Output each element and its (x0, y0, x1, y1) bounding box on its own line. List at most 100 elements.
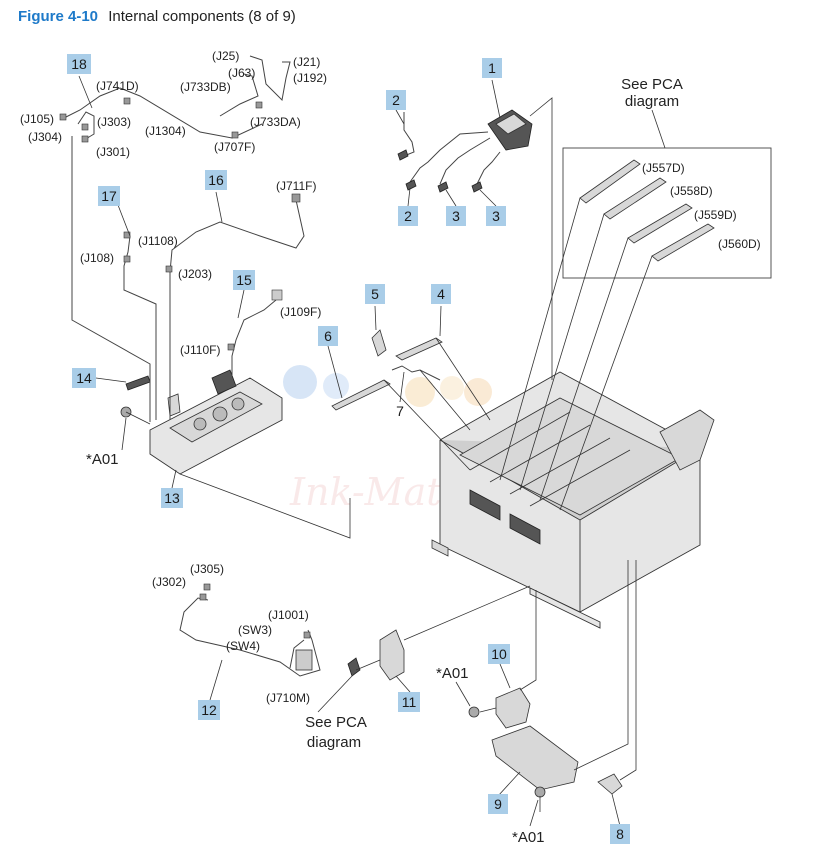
callout-14: 14 (72, 368, 96, 388)
svg-text:1: 1 (488, 60, 496, 76)
part-8 (597, 773, 623, 795)
label-j1108: (J1108) (138, 234, 178, 248)
figure-caption: Internal components (8 of 9) (108, 8, 296, 25)
svg-text:6: 6 (324, 328, 332, 344)
connector-labels: (J25) (J21) (J63) (J192) (J733DB) (J741D… (20, 49, 761, 705)
screw-label-mid: *A01 (436, 665, 469, 682)
callout-1: 1 (482, 58, 502, 78)
label-j203: (J203) (178, 267, 212, 281)
screw-label-left: *A01 (86, 451, 119, 468)
svg-text:4: 4 (437, 286, 445, 302)
svg-text:2: 2 (404, 208, 412, 224)
label-j110f: (J110F) (180, 343, 220, 357)
svg-text:10: 10 (491, 646, 507, 662)
svg-text:13: 13 (164, 490, 180, 506)
callout-10: 10 (488, 644, 510, 664)
screw-bottom (534, 786, 546, 812)
pca-diagram-box (562, 147, 772, 279)
callout-16: 16 (205, 170, 227, 190)
callout-7: 7 (396, 403, 404, 419)
label-j741d: (J741D) (96, 79, 139, 93)
svg-text:3: 3 (492, 208, 500, 224)
small-cable-parts (397, 112, 501, 193)
callout-9: 9 (488, 794, 508, 814)
svg-text:2: 2 (392, 92, 400, 108)
svg-text:5: 5 (371, 286, 379, 302)
label-j303: (J303) (97, 115, 131, 129)
watermark-text: Ink-Mate (289, 470, 464, 514)
part-1-assembly (487, 97, 553, 380)
label-sw3: (SW3) (238, 623, 272, 637)
label-j108: (J108) (80, 251, 114, 265)
cable-17 (123, 231, 157, 420)
pca-note-line2: diagram (625, 93, 679, 110)
callout-8: 8 (610, 824, 630, 844)
leader-lines (78, 75, 653, 827)
screw-label-bottom: *A01 (512, 829, 545, 846)
callout-6: 6 (318, 326, 338, 346)
svg-text:3: 3 (452, 208, 460, 224)
screw-mid (468, 706, 497, 718)
label-j707f: (J707F) (214, 140, 255, 154)
label-j558d: (J558D) (670, 184, 713, 198)
part-9 (491, 725, 579, 791)
label-j710m: (J710M) (266, 691, 310, 705)
label-j560d: (J560D) (718, 237, 761, 251)
svg-text:18: 18 (71, 56, 87, 72)
label-j733da: (J733DA) (250, 115, 301, 129)
watermark-logo: Ink-Mate (283, 365, 492, 514)
label-j557d: (J557D) (642, 161, 685, 175)
label-j559d: (J559D) (694, 208, 737, 222)
figure-title: Figure 4-10 Internal components (8 of 9) (18, 8, 296, 25)
svg-text:16: 16 (208, 172, 224, 188)
label-j25: (J25) (212, 49, 239, 63)
svg-text:11: 11 (402, 694, 417, 710)
label-j302: (J302) (152, 575, 186, 589)
cable-12 (179, 583, 321, 677)
svg-text:12: 12 (201, 702, 217, 718)
svg-text:17: 17 (101, 188, 117, 204)
part-10 (495, 687, 531, 729)
label-j733db: (J733DB) (180, 80, 231, 94)
printer-chassis (431, 371, 715, 629)
cable-16 (165, 193, 305, 420)
cable-15 (227, 289, 283, 376)
callout-3a: 3 (446, 206, 466, 226)
label-j192: (J192) (293, 71, 327, 85)
pca-sensor-boards (579, 159, 715, 262)
label-j21: (J21) (293, 55, 320, 69)
label-sw4: (SW4) (226, 639, 260, 653)
callout-12: 12 (198, 700, 220, 720)
pca-note-lower-line2: diagram (307, 734, 361, 751)
label-j305: (J305) (190, 562, 224, 576)
screw-left (120, 406, 151, 425)
callout-4: 4 (431, 284, 451, 304)
svg-text:14: 14 (76, 370, 92, 386)
callout-2a: 2 (386, 90, 406, 110)
rail-parts-4-7 (331, 329, 491, 471)
svg-text:9: 9 (494, 796, 502, 812)
pca-note-line1: See PCA (621, 76, 683, 93)
label-j63: (J63) (228, 66, 255, 80)
callout-18: 18 (67, 54, 91, 74)
pca-note-lower-line1: See PCA (305, 714, 367, 731)
part-11-sensor (347, 585, 531, 681)
label-j109f: (J109F) (280, 305, 321, 319)
callout-5: 5 (365, 284, 385, 304)
svg-text:15: 15 (236, 272, 252, 288)
callout-13: 13 (161, 488, 183, 508)
label-j1001: (J1001) (268, 608, 309, 622)
label-j301: (J301) (96, 145, 130, 159)
cable-18 (59, 55, 291, 422)
callout-2b: 2 (398, 206, 418, 226)
svg-text:8: 8 (616, 826, 624, 842)
label-j304: (J304) (28, 130, 62, 144)
part-14 (125, 375, 151, 391)
callout-11: 11 (398, 692, 420, 712)
callout-3b: 3 (486, 206, 506, 226)
formatter-board (149, 369, 283, 475)
figure-number: Figure 4-10 (18, 8, 99, 25)
callout-17: 17 (98, 186, 120, 206)
label-j711f: (J711F) (276, 179, 316, 193)
